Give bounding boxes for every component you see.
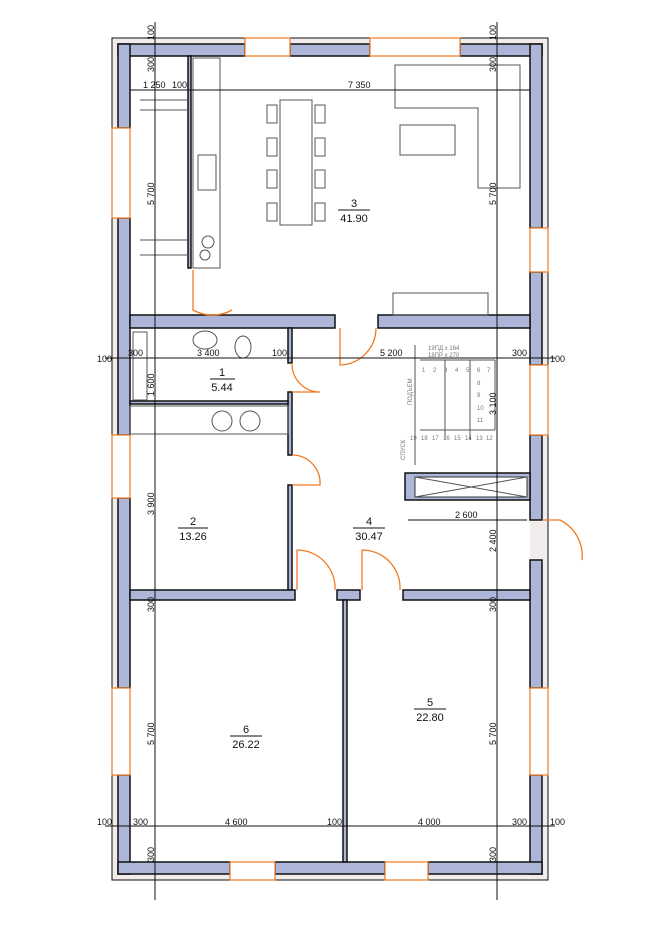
label: 26.22 [232, 739, 260, 751]
windows [111, 37, 549, 881]
room-labels: 15.44 213.26 341.90 430.47 522.80 626.22 [178, 198, 446, 751]
label: 5 700 [146, 722, 156, 745]
label: 1 250 [143, 80, 166, 90]
label: 100 [272, 348, 287, 358]
label: 1 [422, 368, 426, 374]
label: 2 400 [488, 529, 498, 552]
label: 2 600 [455, 510, 478, 520]
label: 100 [550, 354, 565, 364]
interior [130, 56, 530, 862]
label: 300 [512, 348, 527, 358]
label: 5 700 [488, 182, 498, 205]
label: 100 [488, 25, 498, 40]
label: 300 [488, 847, 498, 862]
label: 1 600 [146, 373, 156, 396]
label: 13 [476, 436, 483, 442]
label: 9 [477, 393, 481, 399]
label: 100 [550, 817, 565, 827]
label: 3 [351, 198, 357, 210]
label: 300 [488, 57, 498, 72]
label: 5 700 [146, 182, 156, 205]
room-4: 430.47 [353, 516, 385, 543]
room-2: 213.26 [178, 516, 208, 543]
doors [192, 270, 583, 591]
label: 7 350 [348, 80, 371, 90]
label: 100 [97, 354, 112, 364]
label: 300 [133, 817, 148, 827]
label: 3 400 [197, 348, 220, 358]
label: 11 [477, 418, 484, 424]
label: 1 [219, 367, 225, 379]
label: 300 [146, 847, 156, 862]
label: 12 [486, 436, 493, 442]
label: 22.80 [416, 712, 444, 724]
label: 13.26 [179, 531, 207, 543]
stair-spec-1: 19ПД x 164 [428, 346, 460, 352]
stair-down-label: СПУСК [401, 439, 407, 460]
room-1: 15.44 [210, 367, 235, 394]
room-5: 522.80 [414, 697, 446, 724]
label: 10 [477, 406, 484, 412]
label: 19 [410, 436, 417, 442]
room-3: 341.90 [338, 198, 370, 225]
label: 5 [427, 697, 433, 709]
label: 100 [327, 817, 342, 827]
label: 7 [487, 368, 491, 374]
label: 100 [172, 80, 187, 90]
label: 6 [243, 724, 249, 736]
label: 2 [190, 516, 196, 528]
label: 14 [465, 436, 472, 442]
label: 5 700 [488, 722, 498, 745]
label: 100 [146, 25, 156, 40]
label: 6 [477, 368, 481, 374]
label: 100 [97, 817, 112, 827]
stair-spec-2: 18ПР x 270 [428, 353, 460, 359]
label: 4 [366, 516, 372, 528]
label: 300 [512, 817, 527, 827]
label: 15 [454, 436, 461, 442]
label: 300 [488, 597, 498, 612]
room-6: 626.22 [230, 724, 262, 751]
label: 4 000 [418, 817, 441, 827]
label: 3 900 [146, 492, 156, 515]
label: 5 200 [380, 348, 403, 358]
label: 300 [128, 348, 143, 358]
label: 3 100 [488, 392, 498, 415]
label: 4 600 [225, 817, 248, 827]
label: 5.44 [211, 382, 232, 394]
label: 300 [146, 57, 156, 72]
label: 8 [477, 381, 481, 387]
label: 3 [444, 368, 448, 374]
label: 30.47 [355, 531, 383, 543]
label: 4 [455, 368, 459, 374]
stair-up-label: ПОДЪЕМ [408, 378, 414, 405]
label: 17 [432, 436, 439, 442]
label: 18 [421, 436, 428, 442]
furniture [129, 57, 521, 465]
label: 16 [443, 436, 450, 442]
label: 2 [433, 368, 437, 374]
label: 41.90 [340, 213, 368, 225]
label: 5 [466, 368, 470, 374]
label: 300 [146, 597, 156, 612]
